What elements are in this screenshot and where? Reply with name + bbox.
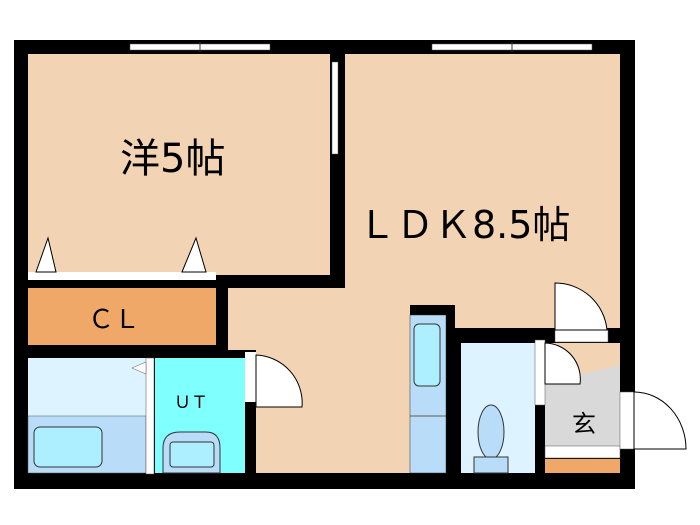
entrance-label: 玄 — [572, 410, 596, 438]
closet-door-right — [181, 236, 207, 273]
kitchen-sink-icon — [413, 323, 441, 387]
utility-door — [245, 352, 256, 402]
closet-door-track — [28, 272, 216, 280]
bath-door-handle — [131, 361, 147, 375]
sliding-door — [331, 61, 339, 155]
closet-label: ＣＬ — [88, 305, 140, 335]
bathtub-icon — [33, 426, 103, 468]
ldk-label: ＬＤＫ8.5帖 — [358, 203, 570, 247]
toilet-icon — [477, 404, 505, 460]
ldk-room — [228, 54, 620, 473]
western-room-label: 洋5帖 — [120, 136, 225, 182]
entrance — [545, 365, 620, 446]
closet-door-left — [35, 236, 57, 273]
ldk-door-swing — [554, 282, 608, 331]
entrance-door-swing — [633, 391, 687, 450]
bath-door — [145, 357, 155, 475]
shoe-box — [545, 459, 620, 473]
utility-label: ＵＴ — [174, 393, 208, 413]
toilet-door-swing — [544, 342, 581, 385]
closet — [28, 288, 216, 345]
western-room — [28, 54, 330, 275]
utility-door-swing — [255, 354, 303, 408]
entrance-shelf — [544, 445, 621, 459]
